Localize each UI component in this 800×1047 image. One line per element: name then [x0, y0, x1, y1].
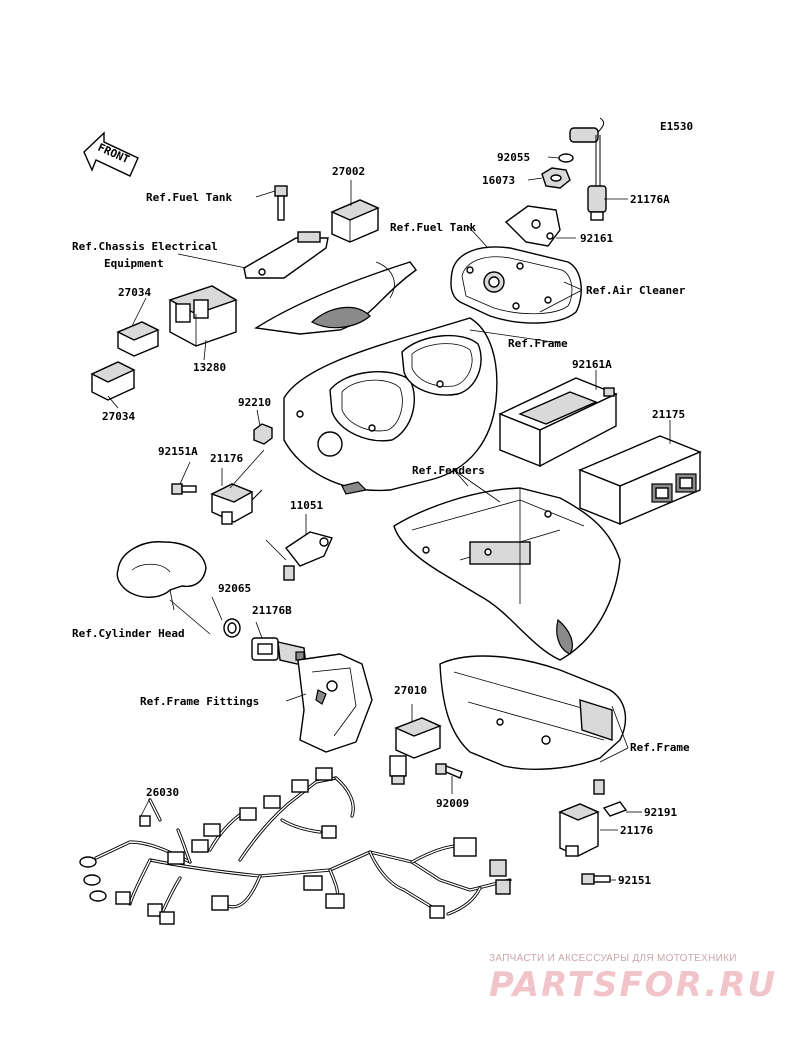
relay-27034-upper — [116, 321, 160, 357]
fender-tray — [393, 487, 621, 661]
relay-bracket — [243, 231, 329, 279]
ecu-21175 — [578, 435, 702, 526]
washer-92065 — [223, 618, 241, 638]
bolt-92009 — [435, 763, 463, 779]
label-21176B: 21176B — [252, 604, 292, 617]
label-21176-upper: 21176 — [210, 452, 243, 465]
oring-92055 — [558, 153, 574, 163]
ref-frame-1: Ref.Frame — [508, 337, 568, 350]
bolt-92151A — [171, 483, 197, 495]
sensor-21176-upper — [210, 483, 263, 525]
label-92161: 92161 — [580, 232, 613, 245]
ref-chassis-line2: Equipment — [104, 257, 164, 270]
label-21175: 21175 — [652, 408, 685, 421]
ref-frame-2: Ref.Frame — [630, 741, 690, 754]
bolt-92191 — [593, 779, 628, 817]
nut-16073 — [541, 167, 571, 189]
leader-lines — [107, 156, 671, 881]
label-92065: 92065 — [218, 582, 251, 595]
ecu-bracket-92161A — [498, 377, 618, 468]
label-92055: 92055 — [497, 151, 530, 164]
label-16073: 16073 — [482, 174, 515, 187]
watermark-tagline: ЗАПЧАСТИ И АКСЕССУАРЫ ДЛЯ МОТОТЕХНИКИ — [489, 953, 737, 964]
bracket-11051 — [283, 531, 333, 581]
label-92151A: 92151A — [158, 445, 198, 458]
ref-chassis-line1: Ref.Chassis Electrical — [72, 240, 218, 253]
label-11051: 11051 — [290, 499, 323, 512]
harness-connectors — [79, 767, 511, 925]
nut-92210 — [253, 423, 273, 445]
label-27010: 27010 — [394, 684, 427, 697]
relay-box-13280 — [168, 285, 238, 347]
relay-27034-lower — [90, 361, 136, 401]
frame-upper — [254, 261, 417, 335]
relay-27010 — [389, 717, 442, 785]
bolt-92151 — [581, 873, 611, 885]
front-arrow-icon: FRONT — [83, 131, 139, 177]
bolt-fuel-tank — [274, 185, 288, 221]
ref-frame-fittings: Ref.Frame Fittings — [140, 695, 259, 708]
label-92009: 92009 — [436, 797, 469, 810]
diagram-code: E1530 — [660, 120, 693, 133]
watermark-logo: PARTSFOR.RU — [489, 965, 778, 1005]
air-cleaner-plate — [450, 246, 582, 324]
frame-rear-section — [439, 655, 627, 770]
label-21176A: 21176A — [630, 193, 670, 206]
label-21176-lower: 21176 — [620, 824, 653, 837]
relay-27002 — [330, 199, 380, 243]
label-92210: 92210 — [238, 396, 271, 409]
sensor-21176A — [569, 117, 607, 221]
ref-fenders: Ref.Fenders — [412, 464, 485, 477]
label-27034-upper: 27034 — [118, 286, 151, 299]
label-92151: 92151 — [618, 874, 651, 887]
cylinder-head — [116, 541, 207, 611]
frame-main-body — [283, 317, 498, 495]
label-13280: 13280 — [193, 361, 226, 374]
frame-fittings-bracket — [297, 653, 373, 753]
ref-air-cleaner: Ref.Air Cleaner — [586, 284, 686, 297]
ref-cylinder-head: Ref.Cylinder Head — [72, 627, 185, 640]
label-26030: 26030 — [146, 786, 179, 799]
ref-fuel-tank-2: Ref.Fuel Tank — [390, 221, 476, 234]
bracket-92161 — [504, 205, 561, 247]
ref-fuel-tank-1: Ref.Fuel Tank — [146, 191, 232, 204]
label-92191: 92191 — [644, 806, 677, 819]
sensor-21176-lower — [558, 803, 600, 857]
label-27002: 27002 — [332, 165, 365, 178]
label-27034-lower: 27034 — [102, 410, 135, 423]
wiring-harness-26030 — [94, 776, 512, 918]
label-92161A: 92161A — [572, 358, 612, 371]
